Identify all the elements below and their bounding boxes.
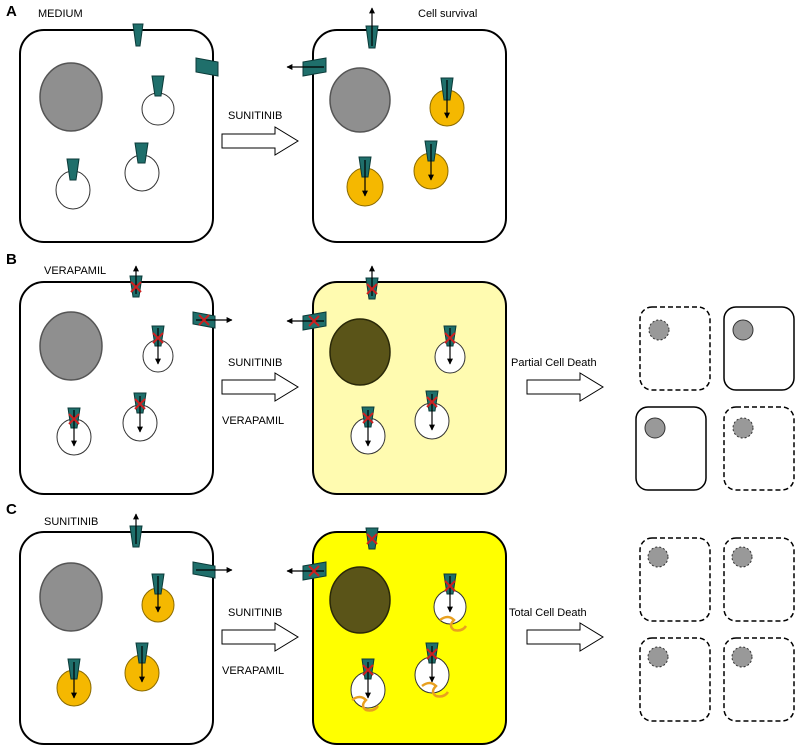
blocked-transporter — [151, 325, 165, 365]
fragmented-nucleus — [647, 546, 669, 568]
blocked-transporter — [67, 407, 81, 447]
abcg2-transporter — [192, 561, 233, 579]
blocked-transporter — [286, 561, 327, 581]
nucleus-condensed — [329, 566, 391, 634]
fragmented-nucleus — [647, 646, 669, 668]
treatment-arrow — [221, 126, 299, 156]
blocked-transporter — [443, 573, 457, 613]
abcg2-transporter — [358, 156, 372, 197]
panel-b-letter: B — [6, 251, 17, 268]
fragmented-nucleus — [732, 417, 754, 439]
cell-membrane — [19, 281, 214, 495]
abcg2-transporter — [66, 158, 80, 181]
nucleus — [329, 67, 391, 133]
panel-a-letter: A — [6, 3, 17, 20]
cell-membrane — [312, 29, 507, 243]
blocked-transporter — [365, 265, 379, 300]
panel-a-treatment-label: MEDIUM — [38, 8, 83, 20]
panel-c-treatment-label: SUNITINIB — [44, 516, 98, 528]
fragmented-nucleus — [648, 319, 670, 341]
nucleus — [732, 319, 754, 341]
panel-a: A MEDIUM Cell survival SUNITINIB — [6, 3, 507, 243]
arrow-label: SUNITINIB — [228, 110, 282, 122]
surviving-cell — [723, 306, 795, 391]
surviving-cell — [635, 406, 707, 491]
cell-membrane — [19, 531, 214, 745]
blocked-transporter — [425, 390, 439, 431]
blocked-transporter — [425, 642, 439, 683]
blocked-transporter — [192, 311, 233, 329]
blocked-transporter — [129, 265, 143, 298]
nucleus — [644, 417, 666, 439]
arrow-label: VERAPAMIL — [222, 415, 284, 427]
panel-c: C SUNITINIB SUNITI — [6, 501, 795, 745]
abcg2-transporter — [195, 57, 219, 77]
cell-membrane — [19, 29, 214, 243]
abcg2-transporter — [135, 642, 149, 683]
abcg2-transporter — [134, 142, 149, 164]
dead-cell — [723, 406, 795, 491]
blocked-transporter — [443, 325, 457, 365]
arrow-label: SUNITINIB — [228, 357, 282, 369]
cell-membrane — [312, 531, 507, 745]
orange-curl — [351, 615, 468, 712]
dead-cell — [639, 306, 711, 391]
panel-a-result-label: Cell survival — [418, 8, 477, 20]
fragmented-nucleus — [731, 546, 753, 568]
blocked-transporter — [361, 406, 375, 447]
panel-c-letter: C — [6, 501, 17, 518]
nucleus-condensed — [329, 318, 391, 386]
arrow-label: SUNITINIB — [228, 607, 282, 619]
abcg2-transporter — [440, 77, 454, 119]
nucleus — [39, 311, 103, 381]
abcg2-transporter — [151, 573, 165, 613]
arrow-label: VERAPAMIL — [222, 665, 284, 677]
fragmented-nucleus — [731, 646, 753, 668]
abcg2-transporter — [365, 7, 379, 49]
treatment-arrow — [221, 622, 299, 652]
nucleus — [39, 562, 103, 632]
abcg2-transporter — [151, 75, 165, 97]
outcome-label: Total Cell Death — [509, 607, 587, 619]
abcg2-transporter — [286, 57, 327, 77]
outcome-label: Partial Cell Death — [511, 357, 597, 369]
blocked-transporter — [361, 658, 375, 699]
abcg2-transporter — [424, 140, 438, 181]
blocked-transporter — [286, 311, 327, 331]
abcg2-transporter — [67, 658, 81, 699]
panel-b-treatment-label: VERAPAMIL — [44, 265, 106, 277]
vesicle — [141, 92, 175, 126]
abcg2-transporter — [129, 513, 143, 548]
abcg2-transporter — [132, 23, 144, 47]
treatment-arrow — [221, 372, 299, 402]
cell-membrane — [312, 281, 507, 495]
nucleus — [39, 62, 103, 132]
outcome-arrow — [526, 622, 604, 652]
blocked-transporter — [133, 392, 147, 433]
outcome-arrow — [526, 372, 604, 402]
panel-b: B VERAPAMIL — [6, 251, 795, 495]
blocked-transporter — [365, 527, 379, 550]
